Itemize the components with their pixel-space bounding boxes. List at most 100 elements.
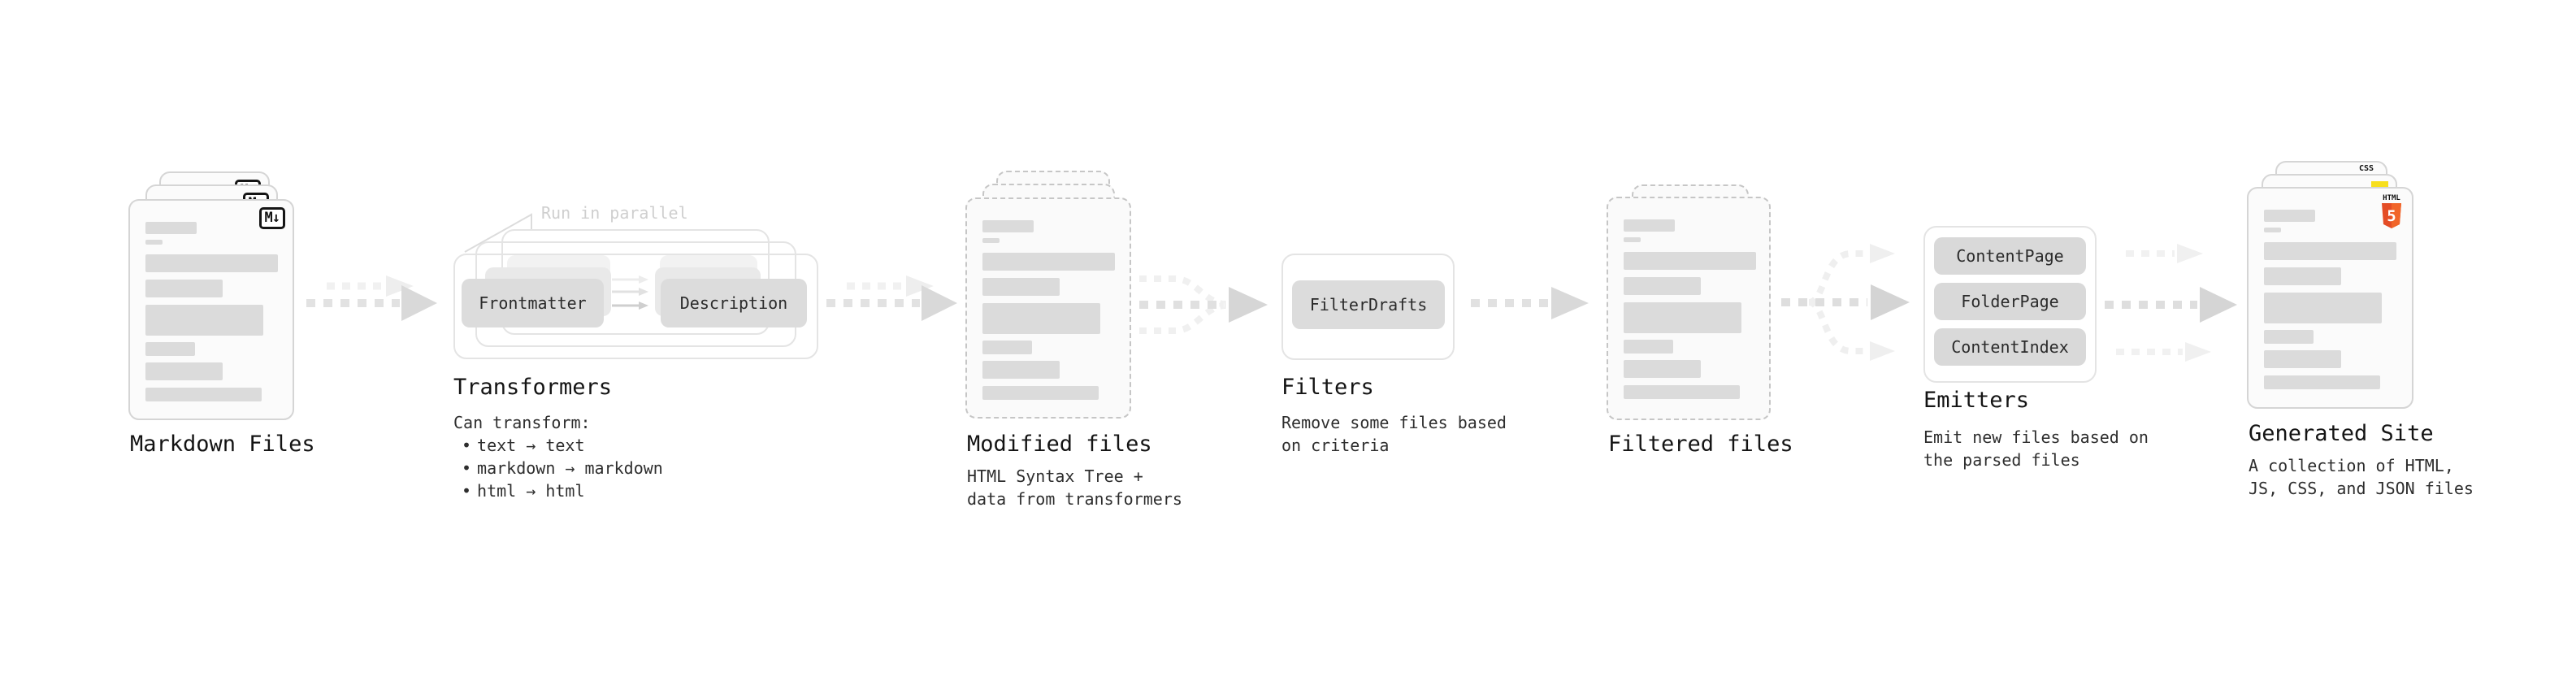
text-placeholder-bar <box>1624 385 1740 399</box>
text-placeholder-bar <box>982 238 1000 243</box>
html5-icon: HTML 5 <box>2382 194 2401 228</box>
text-placeholder-bar <box>1624 252 1756 270</box>
html-file-card: HTML 5 <box>2247 187 2413 409</box>
text-placeholder-bar <box>982 278 1060 296</box>
bullet-text: html → html <box>477 481 585 501</box>
text-placeholder-bar <box>982 361 1060 379</box>
filters-subtitle-line: on criteria <box>1281 436 1390 455</box>
text-placeholder-bar <box>1624 360 1701 378</box>
emitters-title: Emitters <box>1923 388 2030 413</box>
javascript-icon <box>2371 181 2388 190</box>
emitter-chip-label: FolderPage <box>1961 292 2059 311</box>
emitter-chip-label: ContentIndex <box>1951 337 2069 357</box>
description-chip-label: Description <box>679 293 788 313</box>
transformers-description: Can transform: •text → text •markdown → … <box>453 411 663 502</box>
generated-site-title: Generated Site <box>2249 421 2434 446</box>
modified-subtitle-line: HTML Syntax Tree + <box>967 466 1143 486</box>
frontmatter-chip-label: Frontmatter <box>479 293 587 313</box>
text-placeholder-bar <box>145 280 223 297</box>
bullet-text: markdown → markdown <box>477 458 663 478</box>
modified-files-description: HTML Syntax Tree + data from transformer… <box>967 465 1182 510</box>
text-placeholder-bar <box>145 254 278 272</box>
filterdrafts-chip: FilterDrafts <box>1292 280 1445 329</box>
transform-step-arrows <box>612 275 648 310</box>
text-placeholder-bar <box>1624 219 1675 232</box>
filters-frame <box>1281 254 1455 360</box>
svg-text:5: 5 <box>2387 207 2396 225</box>
bullet-marker: • <box>462 458 472 478</box>
transformer-frame-front <box>453 254 818 359</box>
emitters-subtitle-line: the parsed files <box>1923 450 2080 470</box>
bullet-marker: • <box>462 436 472 455</box>
text-placeholder-bar <box>2264 375 2380 389</box>
flow-arrow-filters-to-filtered <box>1471 287 1589 319</box>
bullet-marker: • <box>462 481 472 501</box>
emitters-frame <box>1923 226 2097 383</box>
text-placeholder-bar <box>2264 350 2341 368</box>
text-placeholder-bar <box>2264 293 2382 323</box>
generated-site-description: A collection of HTML, JS, CSS, and JSON … <box>2249 454 2474 500</box>
text-placeholder-bar <box>1624 302 1741 333</box>
run-in-parallel-label: Run in parallel <box>541 203 688 223</box>
text-placeholder-bar <box>145 362 223 380</box>
flow-arrow-modified-to-filters <box>1139 275 1268 334</box>
transform-bullet: •markdown → markdown <box>453 457 663 479</box>
transform-bullet: • text → text <box>453 434 663 457</box>
document-placeholder-lines <box>2249 189 2412 407</box>
text-placeholder-bar <box>982 253 1115 271</box>
frontmatter-chip: Frontmatter <box>462 279 604 327</box>
filtered-files-title: Filtered files <box>1608 432 1793 457</box>
flow-arrow-filtered-to-emitters <box>1781 244 1910 361</box>
description-chip: Description <box>661 279 807 327</box>
modified-file-card-front <box>965 197 1131 419</box>
text-placeholder-bar <box>2264 330 2314 344</box>
markdown-icon: M↓ <box>258 207 285 229</box>
generated-subtitle-line: A collection of HTML, <box>2249 456 2454 475</box>
filters-title: Filters <box>1281 375 1374 400</box>
generated-subtitle-line: JS, CSS, and JSON files <box>2249 479 2474 498</box>
markdown-file-card-front: M↓ <box>128 199 294 420</box>
document-placeholder-lines <box>1608 198 1769 419</box>
text-placeholder-bar <box>1624 277 1701 295</box>
filters-subtitle-line: Remove some files based <box>1281 413 1507 432</box>
text-placeholder-bar <box>145 222 197 234</box>
text-placeholder-bar <box>2264 210 2315 222</box>
flow-arrow-emitters-to-generated <box>2105 244 2237 362</box>
transformers-body-heading: Can transform: <box>453 413 591 432</box>
markdown-badge-label: M↓ <box>264 210 281 226</box>
css-badge-label: CSS <box>2358 164 2374 173</box>
text-placeholder-bar <box>2264 228 2281 232</box>
text-placeholder-bar <box>145 388 262 401</box>
text-placeholder-bar <box>982 340 1032 354</box>
markdown-files-title: Markdown Files <box>130 432 315 457</box>
document-placeholder-lines <box>130 201 293 419</box>
text-placeholder-bar <box>145 240 163 245</box>
document-placeholder-lines <box>967 199 1130 417</box>
emitter-chip-label: ContentPage <box>1956 246 2064 266</box>
filtered-file-card-front <box>1607 197 1771 420</box>
flow-arrow-transformers-to-modified <box>826 275 957 321</box>
text-placeholder-bar <box>145 342 195 356</box>
text-placeholder-bar <box>2264 267 2341 285</box>
modified-subtitle-line: data from transformers <box>967 489 1182 509</box>
emitter-chip-folderpage: FolderPage <box>1934 283 2086 320</box>
text-placeholder-bar <box>1624 340 1673 354</box>
svg-text:HTML: HTML <box>2383 194 2400 202</box>
emitters-description: Emit new files based on the parsed files <box>1923 426 2149 471</box>
emitter-chip-contentpage: ContentPage <box>1934 237 2086 275</box>
text-placeholder-bar <box>2264 242 2396 260</box>
text-placeholder-bar <box>1624 237 1641 242</box>
bullet-text: text → text <box>477 436 585 455</box>
transformers-title: Transformers <box>453 375 613 400</box>
text-placeholder-bar <box>982 386 1099 400</box>
annotation-callout-line <box>464 213 532 253</box>
modified-files-title: Modified files <box>967 432 1152 457</box>
text-placeholder-bar <box>982 303 1100 334</box>
flow-arrow-markdown-to-transformers <box>306 275 437 321</box>
text-placeholder-bar <box>982 220 1034 232</box>
emitter-chip-contentindex: ContentIndex <box>1934 328 2086 366</box>
text-placeholder-bar <box>145 305 263 336</box>
filters-description: Remove some files based on criteria <box>1281 411 1507 457</box>
transform-bullet: •html → html <box>453 479 663 502</box>
